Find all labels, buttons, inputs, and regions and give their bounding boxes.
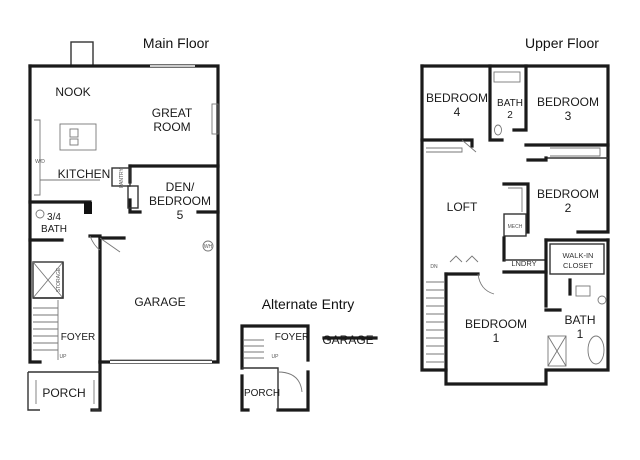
main-floor-plan: PANTRY WH STORAGE: [27, 41, 220, 412]
den-label-3: 5: [177, 208, 184, 222]
upper-stairs: [426, 281, 444, 363]
main-stairs: [33, 300, 59, 360]
bath2-label-1: BATH: [497, 98, 523, 109]
bedroom4-label-2: 4: [454, 105, 461, 119]
bedroom4-label-1: BEDROOM: [426, 91, 488, 105]
storage-label: STORAGE: [56, 267, 62, 292]
bedroom1-label-2: 1: [493, 331, 500, 345]
alt-up-label: UP: [272, 354, 280, 360]
alt-porch-label: PORCH: [244, 388, 280, 399]
main-stairs-up-label: UP: [60, 354, 68, 360]
bedroom2-label-1: BEDROOM: [537, 187, 599, 201]
kitchen-label: KITCHEN: [58, 167, 111, 181]
den-label-1: DEN/: [166, 180, 195, 194]
bath2-label-2: 2: [507, 110, 513, 121]
nook-label: NOOK: [55, 85, 90, 99]
bedroom3-label-2: 3: [565, 109, 572, 123]
great-room-label-1: GREAT: [152, 106, 193, 120]
pantry-label: PANTRY: [119, 167, 125, 187]
den-label-2: BEDROOM: [149, 194, 211, 208]
water-heater-label: WH: [204, 244, 213, 250]
garage-label: GARAGE: [134, 295, 185, 309]
bath1-label-1: BATH: [564, 313, 595, 327]
alternate-entry-plan: FOYER GARAGE PORCH UP: [240, 324, 378, 412]
stairs-down-label: DN: [430, 264, 438, 270]
bedroom3-label-1: BEDROOM: [537, 95, 599, 109]
main-floor-heading: Main Floor: [143, 35, 209, 51]
bath-label-1: 3/4: [47, 212, 61, 223]
bedroom2-label-2: 2: [565, 201, 572, 215]
bedroom1-label-1: BEDROOM: [465, 317, 527, 331]
loft-label: LOFT: [447, 200, 478, 214]
washer-dryer-label: W/D: [35, 159, 45, 165]
great-room-label-2: ROOM: [153, 120, 190, 134]
alternate-entry-heading: Alternate Entry: [262, 296, 355, 312]
walk-in-closet-label-2: CLOSET: [563, 261, 593, 270]
bath-label-2: BATH: [41, 224, 67, 235]
bath1-label-2: 1: [577, 327, 584, 341]
laundry-label: LNDRY: [511, 259, 536, 268]
alt-garage-label: GARAGE: [322, 333, 373, 347]
foyer-label: FOYER: [61, 332, 95, 343]
walk-in-closet-label-1: WALK-IN: [563, 251, 594, 260]
pantry: [111, 167, 131, 187]
upper-floor-plan: MECH: [420, 64, 610, 386]
chimney: [70, 41, 94, 67]
alt-foyer-label: FOYER: [275, 332, 309, 343]
upper-floor-heading: Upper Floor: [525, 35, 599, 51]
mech-label: MECH: [508, 224, 523, 230]
kitchen-island: [59, 123, 97, 151]
porch-label: PORCH: [42, 386, 85, 400]
